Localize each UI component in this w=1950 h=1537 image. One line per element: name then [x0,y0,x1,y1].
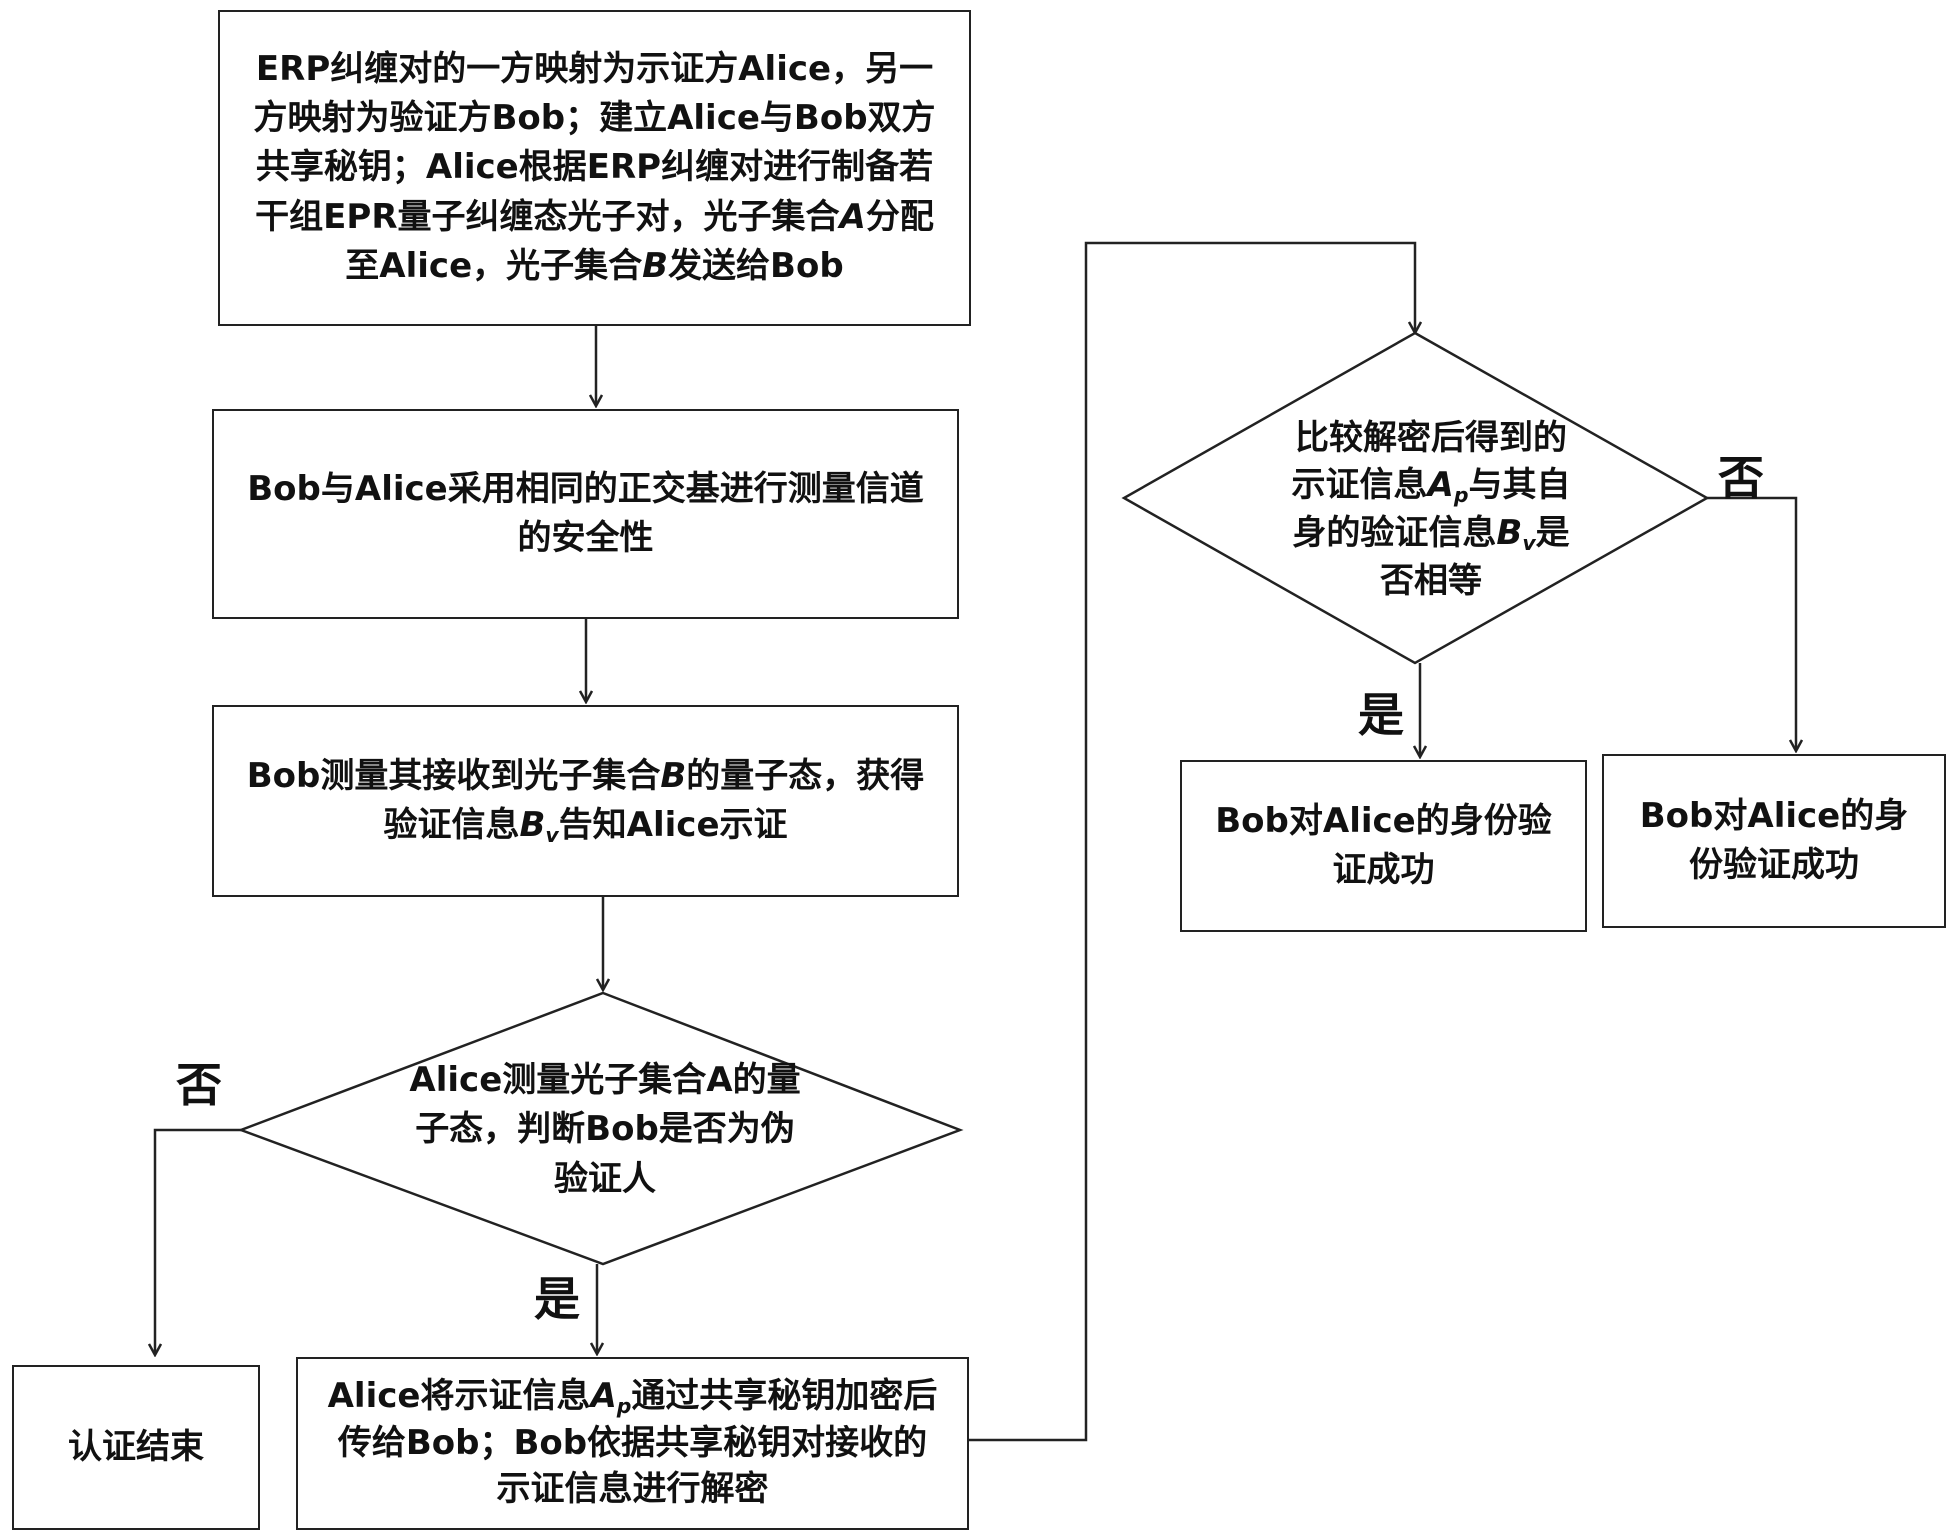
step4-text: Alice将示证信息Ap通过共享秘钥加密后传给Bob；Bob依据共享秘钥对接收的… [324,1374,941,1512]
step4-process-box: Alice将示证信息Ap通过共享秘钥加密后传给Bob；Bob依据共享秘钥对接收的… [296,1357,969,1530]
step2-text: Bob与Alice采用相同的正交基进行测量信道的安全性 [244,465,927,564]
step3-process-box: Bob测量其接收到光子集合B的量子态，获得验证信息Bv告知Alice示证 [212,705,959,897]
arrow-decision2-no-to-success [1707,498,1796,751]
step1-text: ERP纠缠对的一方映射为示证方Alice，另一方映射为验证方Bob；建立Alic… [246,45,943,291]
step2-process-box: Bob与Alice采用相同的正交基进行测量信道的安全性 [212,409,959,619]
decision2-yes-label: 是 [1358,692,1404,738]
success-no-text: Bob对Alice的身份验证成功 [1630,792,1918,891]
decision1-text-area: Alice测量光子集合A的量子态，判断Bob是否为伪验证人 [400,1045,810,1215]
success-yes-box: Bob对Alice的身份验证成功 [1180,760,1587,932]
end-text: 认证结束 [68,1423,204,1472]
decision2-no-label: 否 [1718,455,1764,501]
step3-text: Bob测量其接收到光子集合B的量子态，获得验证信息Bv告知Alice示证 [244,752,927,851]
decision2-text-area: 比较解密后得到的示证信息Ap与其自身的验证信息Bv是否相等 [1286,410,1576,610]
decision1-yes-label: 是 [534,1276,580,1322]
decision1-text: Alice测量光子集合A的量子态，判断Bob是否为伪验证人 [400,1056,810,1204]
decision2-text: 比较解密后得到的示证信息Ap与其自身的验证信息Bv是否相等 [1286,415,1576,606]
success-yes-text: Bob对Alice的身份验证成功 [1208,797,1559,896]
step1-process-box: ERP纠缠对的一方映射为示证方Alice，另一方映射为验证方Bob；建立Alic… [218,10,971,326]
arrow-decision1-no-to-end [155,1130,241,1355]
end-terminal-box: 认证结束 [12,1365,260,1530]
success-no-box: Bob对Alice的身份验证成功 [1602,754,1946,928]
decision1-no-label: 否 [176,1062,222,1108]
